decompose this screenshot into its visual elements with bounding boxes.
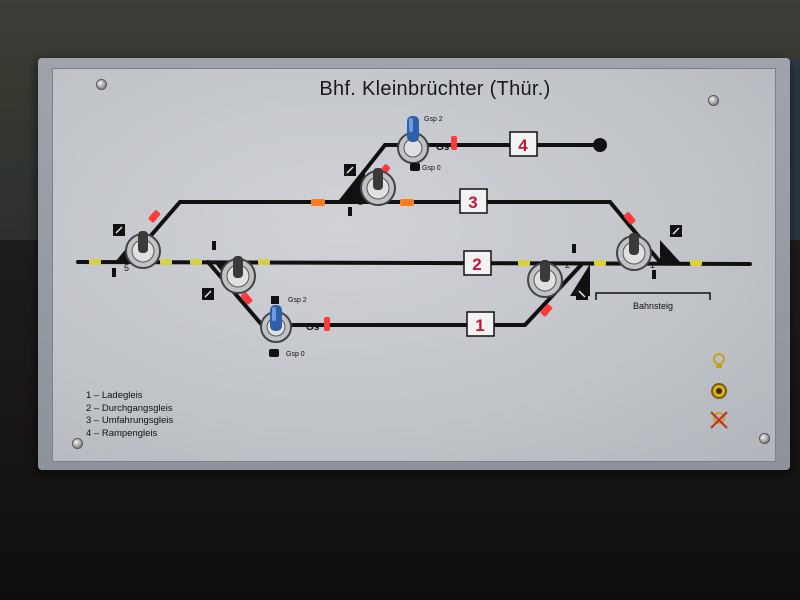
platform-bracket [595, 292, 711, 300]
screw-icon [708, 95, 719, 106]
track-number-box-3 [459, 188, 488, 214]
gs-toggle-switch-upper[interactable] [397, 116, 429, 164]
switch-1-wedge [660, 240, 680, 262]
switch-label-5: 5 [124, 263, 129, 273]
track-number-4: 4 [518, 136, 528, 155]
track-end-bumper [593, 138, 607, 152]
position-mark [212, 241, 216, 250]
led-yellow [518, 260, 530, 266]
platform-label: Bahnsteig [633, 301, 673, 311]
track-3-line [126, 200, 662, 264]
led-orange [311, 199, 325, 206]
led-red [240, 292, 253, 305]
screw-icon [96, 79, 107, 90]
gs-label-lower: Gs [306, 322, 320, 333]
unlock-icon [271, 296, 279, 304]
track-number-box-4 [509, 131, 538, 157]
legend-item: 3 – Umfahrungsgleis [86, 415, 174, 426]
led-red [540, 304, 553, 317]
track-1-line [206, 260, 584, 327]
led-red [148, 210, 161, 223]
gsp2-label-upper: Gsp 2 [424, 116, 443, 123]
toggle-switch-3[interactable] [360, 168, 396, 206]
switch-label-1: 1 [650, 260, 655, 270]
led-yellow [160, 259, 172, 265]
toggle-switch-5[interactable] [125, 231, 161, 269]
legend-item: 1 – Ladegleis [86, 390, 143, 401]
legend-item: 2 – Durchgangsgleis [86, 402, 173, 414]
position-mark [112, 268, 116, 277]
gs-toggle-switch-lower[interactable] [260, 305, 292, 343]
ring-icon [711, 383, 727, 399]
switch-label-4: 4 [218, 260, 223, 270]
lock-icon [269, 349, 279, 357]
bulb-icon [713, 353, 725, 368]
led-yellow [89, 259, 101, 265]
switch-label-2: 2 [565, 260, 570, 270]
switch-3-wedge [340, 172, 365, 202]
track-number-1: 1 [475, 316, 484, 335]
position-mark [652, 270, 656, 279]
led-red [451, 136, 457, 150]
position-mark [348, 207, 352, 216]
gsp0-label-lower: Gsp 0 [286, 351, 305, 358]
track-number-box-2 [463, 250, 492, 276]
gsp2-label-lower: Gsp 2 [288, 297, 307, 304]
screw-icon [72, 438, 83, 449]
switch-label-3: 3 [358, 197, 363, 207]
led-red [324, 317, 330, 331]
panel-title: Bhf. Kleinbrüchter (Thür.) [319, 78, 551, 100]
toggle-switch-4[interactable] [220, 256, 256, 294]
position-mark [572, 244, 576, 253]
track-number-box-1 [466, 311, 495, 337]
led-yellow [594, 260, 606, 266]
toggle-switch-1[interactable] [616, 233, 652, 271]
gs-label-upper: Gs [436, 142, 450, 153]
screw-icon [759, 433, 770, 444]
legend-item: 4 – Rampengleis [86, 427, 158, 439]
crossed-bulb-icon [710, 411, 728, 429]
track-number-2: 2 [472, 255, 481, 274]
led-yellow [190, 259, 202, 265]
gsp0-label-upper: Gsp 0 [422, 165, 441, 172]
led-yellow [258, 259, 270, 265]
track-number-3: 3 [468, 193, 477, 212]
track-legend: 1 – Ladegleis 2 – Durchgangsgleis 3 – Um… [86, 390, 173, 440]
toggle-switch-2[interactable] [527, 260, 563, 298]
led-orange [400, 199, 414, 206]
led-yellow [690, 260, 702, 266]
led-red [623, 212, 636, 225]
lock-icon [410, 163, 420, 171]
